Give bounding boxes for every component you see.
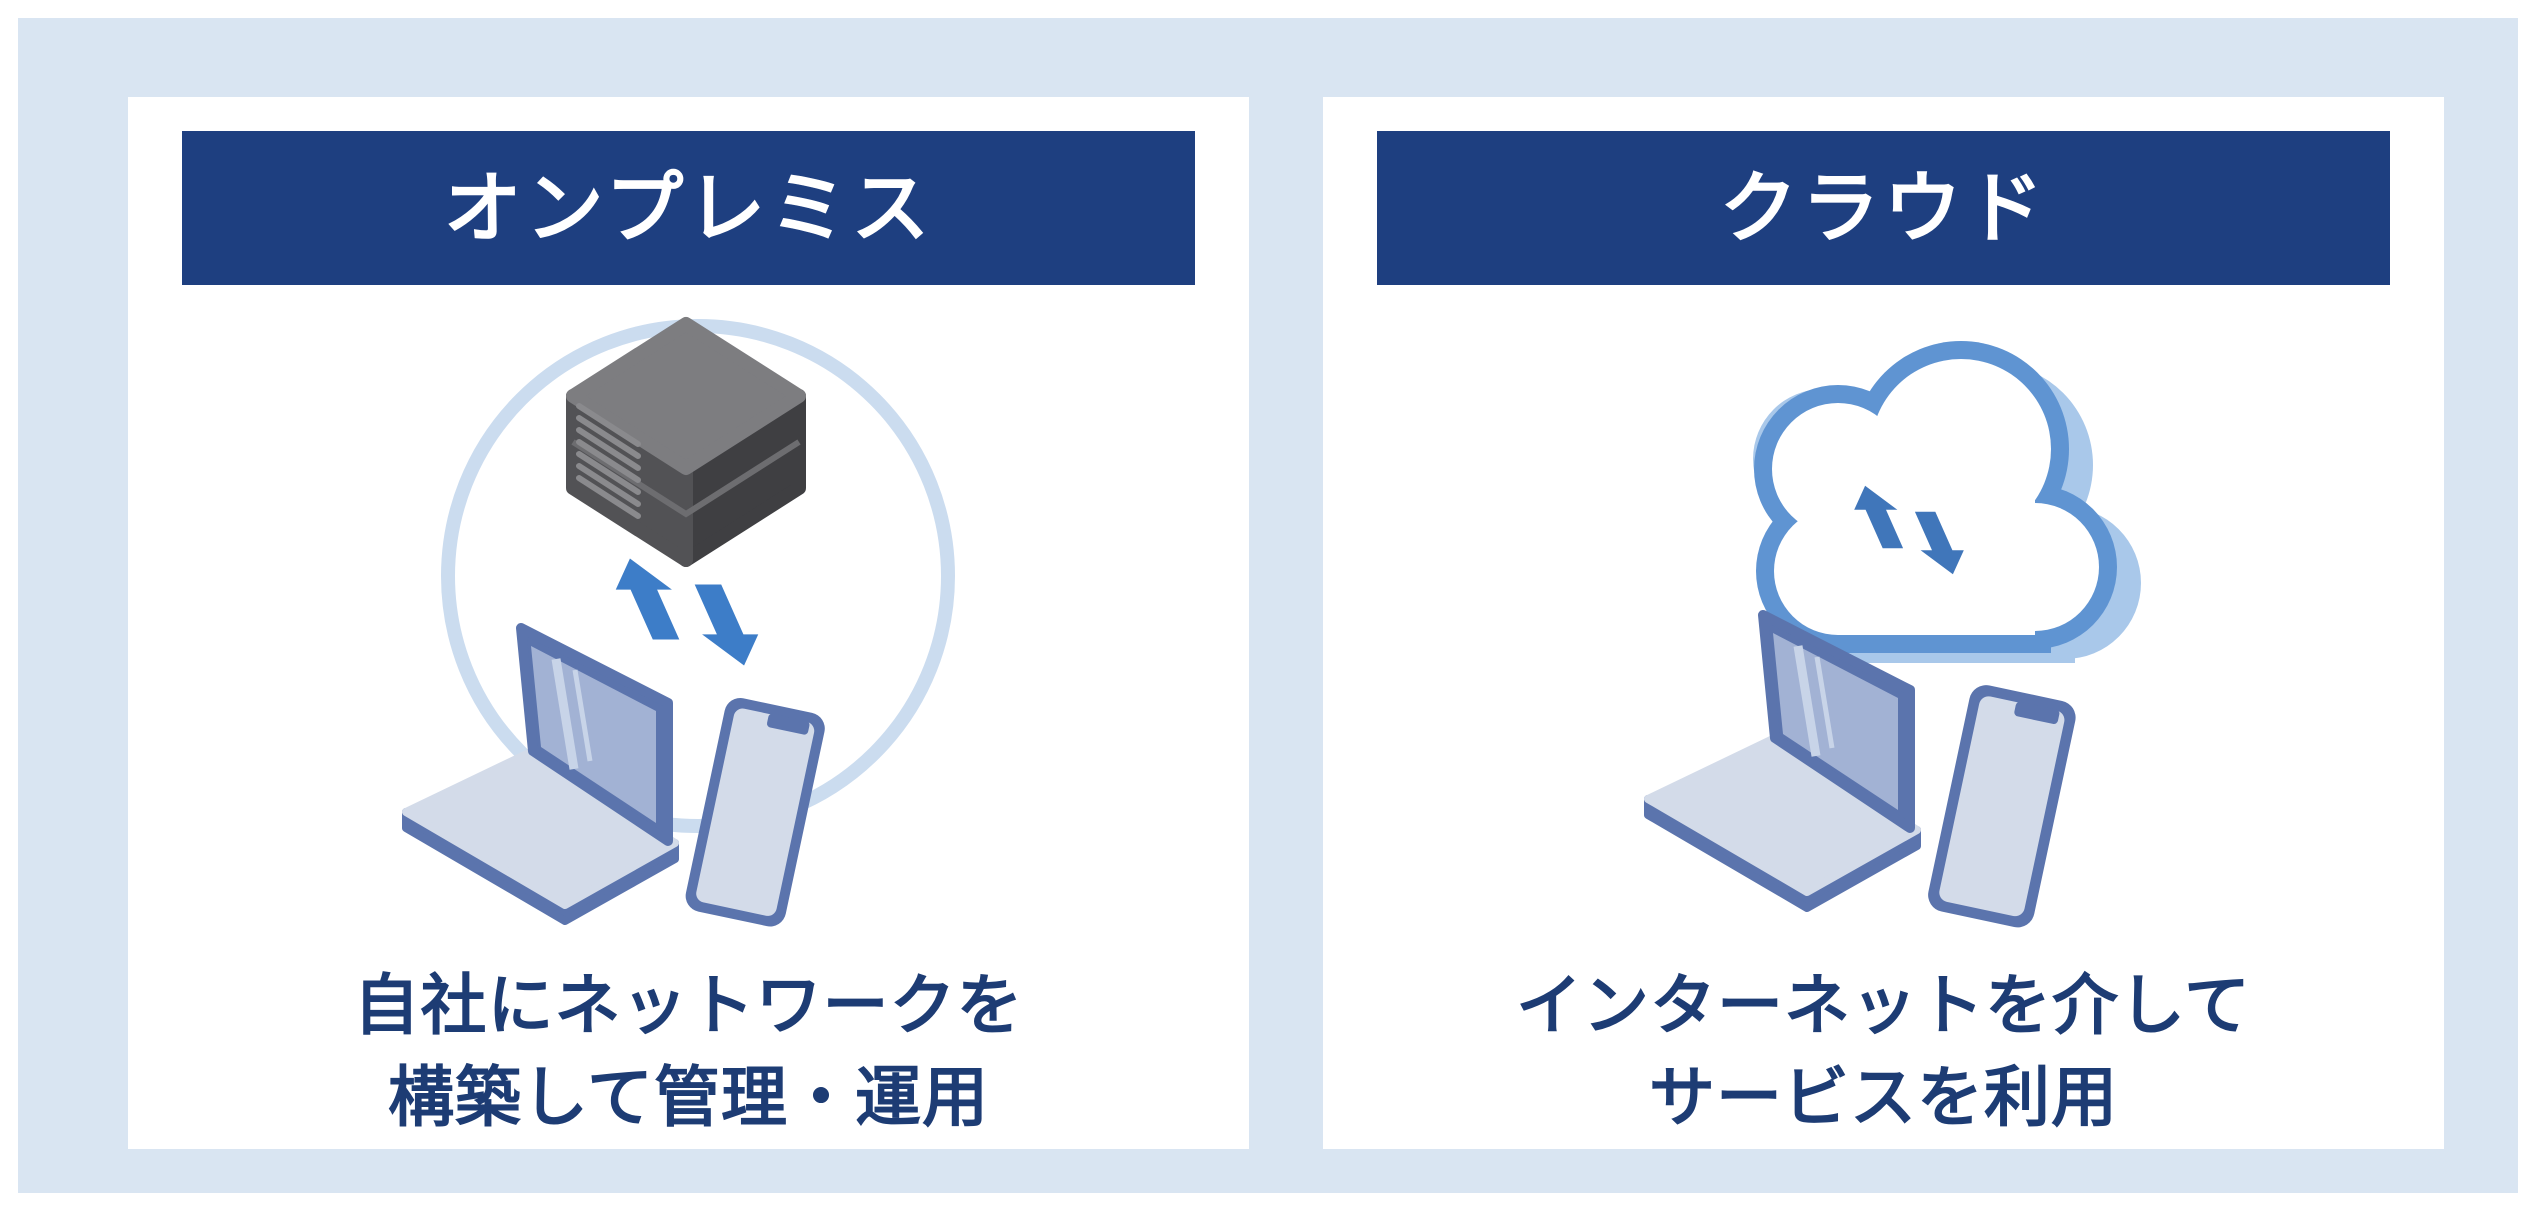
smartphone-icon: [685, 697, 825, 927]
sync-arrows-icon: [615, 558, 759, 666]
panel-on-premise: オンプレミス: [128, 97, 1249, 1149]
laptop-icon: [1644, 610, 1921, 912]
sync-arrows-icon: [1854, 485, 1964, 575]
smartphone-icon: [1928, 685, 2076, 928]
cloud-icon: [1753, 341, 2141, 663]
cloud-header-bar: クラウド: [1377, 131, 2390, 285]
on-premise-caption-line-1: 自社にネットワークを: [353, 968, 1024, 1042]
cloud-caption: インターネットを介して サービスを利用: [1323, 959, 2444, 1143]
canvas-background: オンプレミス: [18, 18, 2518, 1193]
network-circle: [441, 319, 955, 833]
cloud-caption-line-1: インターネットを介して: [1515, 968, 2252, 1042]
on-premise-caption-line-2: 構築して管理・運用: [387, 1060, 990, 1134]
cloud-title: クラウド: [1719, 164, 2048, 252]
server-icon: [566, 317, 806, 567]
on-premise-caption: 自社にネットワークを 構築して管理・運用: [128, 959, 1249, 1143]
on-premise-title: オンプレミス: [443, 164, 934, 252]
panel-cloud: クラウド: [1323, 97, 2444, 1149]
on-premise-header-bar: オンプレミス: [182, 131, 1195, 285]
cloud-caption-line-2: サービスを利用: [1649, 1060, 2118, 1134]
laptop-icon: [402, 623, 679, 925]
